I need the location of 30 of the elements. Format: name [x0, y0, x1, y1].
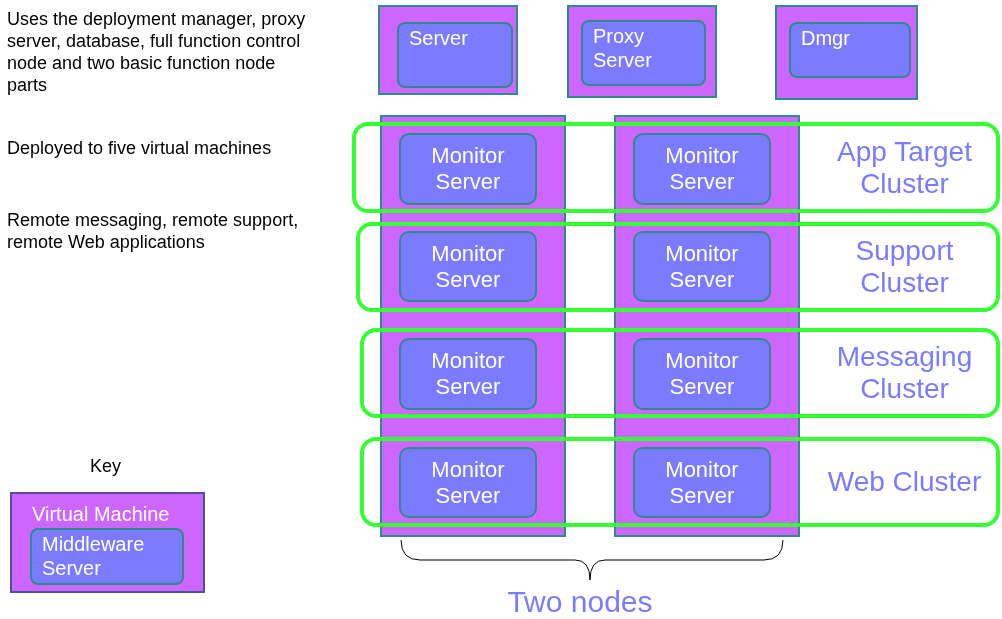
note-text: Remote messaging, remote support, remote Web applications — [7, 209, 300, 253]
cluster-outline — [356, 222, 1000, 312]
cluster-name: Web Cluster — [827, 466, 982, 498]
server-box: Server — [397, 22, 513, 88]
server-box: Monitor Server — [633, 338, 771, 410]
server-box: Monitor Server — [399, 133, 537, 205]
note-text: Uses the deployment manager, proxy server, database, full function control node and two basic function node parts — [7, 8, 307, 96]
virtual-machine-box — [10, 492, 205, 593]
server-box: Monitor Server — [633, 447, 771, 518]
server-box: Middleware Server — [30, 528, 184, 585]
server-box: Proxy Server — [581, 20, 706, 86]
key-heading: Key — [90, 455, 123, 477]
note-text: Deployed to five virtual machines — [7, 137, 273, 159]
server-box: Monitor Server — [633, 133, 771, 205]
server-box: Monitor Server — [399, 338, 537, 410]
virtual-machine-box — [775, 5, 918, 100]
cluster-outline — [352, 122, 1000, 213]
cluster-name: Messaging Cluster — [835, 341, 974, 405]
virtual-machine-box — [567, 5, 717, 98]
bracket-label: Two nodes — [506, 585, 654, 619]
virtual-machine-box — [378, 5, 518, 95]
server-box: Monitor Server — [399, 447, 537, 518]
server-box: Monitor Server — [633, 231, 771, 302]
box-title: Virtual Machine — [32, 502, 170, 526]
server-box: Dmgr — [789, 22, 911, 78]
server-box: Monitor Server — [399, 231, 537, 302]
cluster-outline — [360, 437, 1000, 527]
cluster-outline — [360, 328, 1000, 418]
cluster-name: App Target Cluster — [836, 135, 973, 200]
cluster-name: Support Cluster — [854, 235, 955, 299]
